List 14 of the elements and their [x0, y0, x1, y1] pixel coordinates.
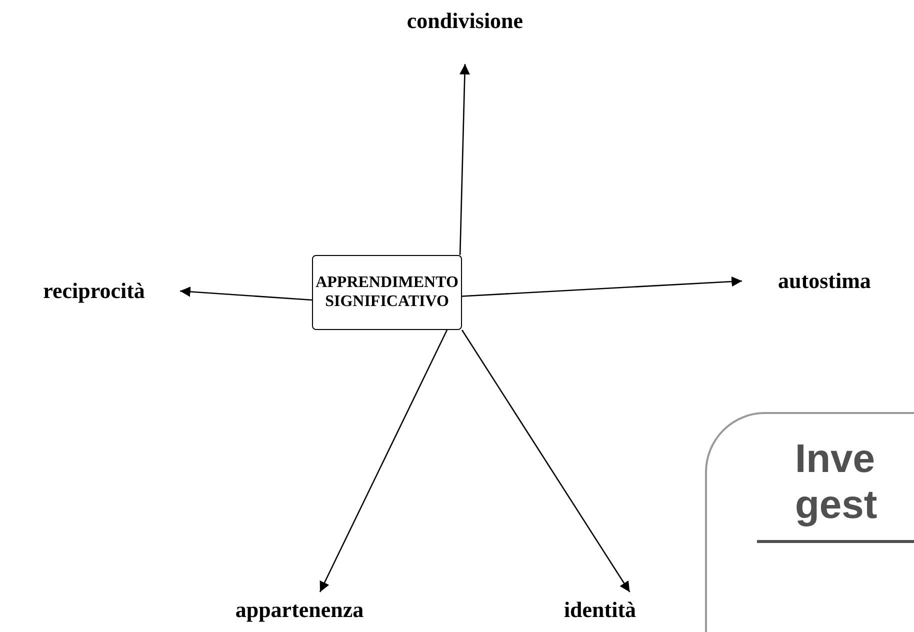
concept-label: reciprocità — [43, 278, 145, 304]
card-title: Inve — [795, 436, 876, 482]
arrow — [180, 286, 312, 301]
concept-label: appartenenza — [235, 597, 364, 623]
arrow — [319, 330, 448, 592]
concept-label: autostima — [778, 268, 871, 294]
arrow — [462, 276, 742, 297]
card-title: gest — [795, 482, 878, 528]
title-card — [705, 412, 914, 632]
concept-box: APPRENDIMENTO SIGNIFICATIVO — [312, 255, 462, 330]
concept-label: condivisione — [406, 8, 524, 34]
arrow — [461, 330, 630, 592]
arrow — [459, 64, 470, 256]
concept-label: identità — [564, 597, 636, 623]
